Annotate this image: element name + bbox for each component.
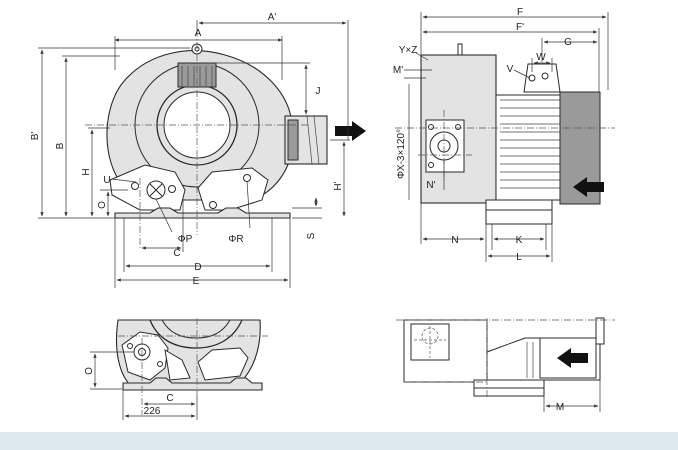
dim-O-variant: O	[84, 367, 95, 375]
dim-F: F	[517, 7, 523, 18]
footer-bar	[0, 432, 678, 450]
side-view-variant: M	[396, 317, 615, 413]
dim-M-prime: M'	[393, 65, 403, 76]
front-view: A' A B' B H J H' U O ΦP	[30, 12, 366, 288]
dim-E: E	[193, 276, 200, 287]
dim-A: A	[195, 28, 202, 39]
dim-V: V	[507, 64, 514, 75]
terminal-box	[523, 63, 561, 93]
dim-C: C	[173, 248, 180, 259]
front-view-variant: O C 226	[84, 318, 268, 420]
outlet-flange	[287, 119, 299, 161]
variant-side-foot	[473, 379, 545, 389]
dim-H-prime: H'	[333, 181, 344, 190]
dim-K: K	[516, 235, 523, 246]
side-view: F F' G W V Y×Z M' ΦX-3×120° N' N K	[393, 7, 615, 263]
dim-B-prime: B'	[30, 132, 41, 141]
dim-226: 226	[144, 406, 161, 417]
dim-H: H	[81, 168, 92, 175]
dim-O: O	[97, 201, 108, 209]
side-foot	[485, 199, 553, 211]
dim-phi-X: ΦX-3×120°	[396, 129, 407, 179]
arrow-left-icon-variant	[557, 348, 588, 368]
dim-N: N	[451, 235, 458, 246]
dim-J: J	[316, 86, 321, 97]
dim-G: G	[564, 37, 572, 48]
dim-phi-R: ΦR	[228, 234, 243, 245]
dim-N-prime: N'	[426, 180, 435, 191]
dim-W: W	[536, 52, 546, 63]
dim-S: S	[306, 232, 317, 239]
dim-D: D	[194, 262, 201, 273]
arrow-left-icon	[573, 177, 604, 197]
variant-right-flange	[197, 347, 249, 381]
arrow-right-icon	[335, 121, 366, 141]
variant-base	[122, 377, 263, 391]
dim-phi-P: ΦP	[178, 234, 193, 245]
dim-F-prime: F'	[516, 22, 524, 33]
dim-A-prime: A'	[268, 12, 277, 23]
dim-B: B	[55, 142, 66, 149]
dim-YxZ: Y×Z	[399, 45, 418, 56]
dim-U: U	[103, 175, 110, 186]
dim-L: L	[516, 252, 522, 263]
dim-C-variant: C	[166, 393, 173, 404]
dim-M: M	[556, 402, 564, 413]
